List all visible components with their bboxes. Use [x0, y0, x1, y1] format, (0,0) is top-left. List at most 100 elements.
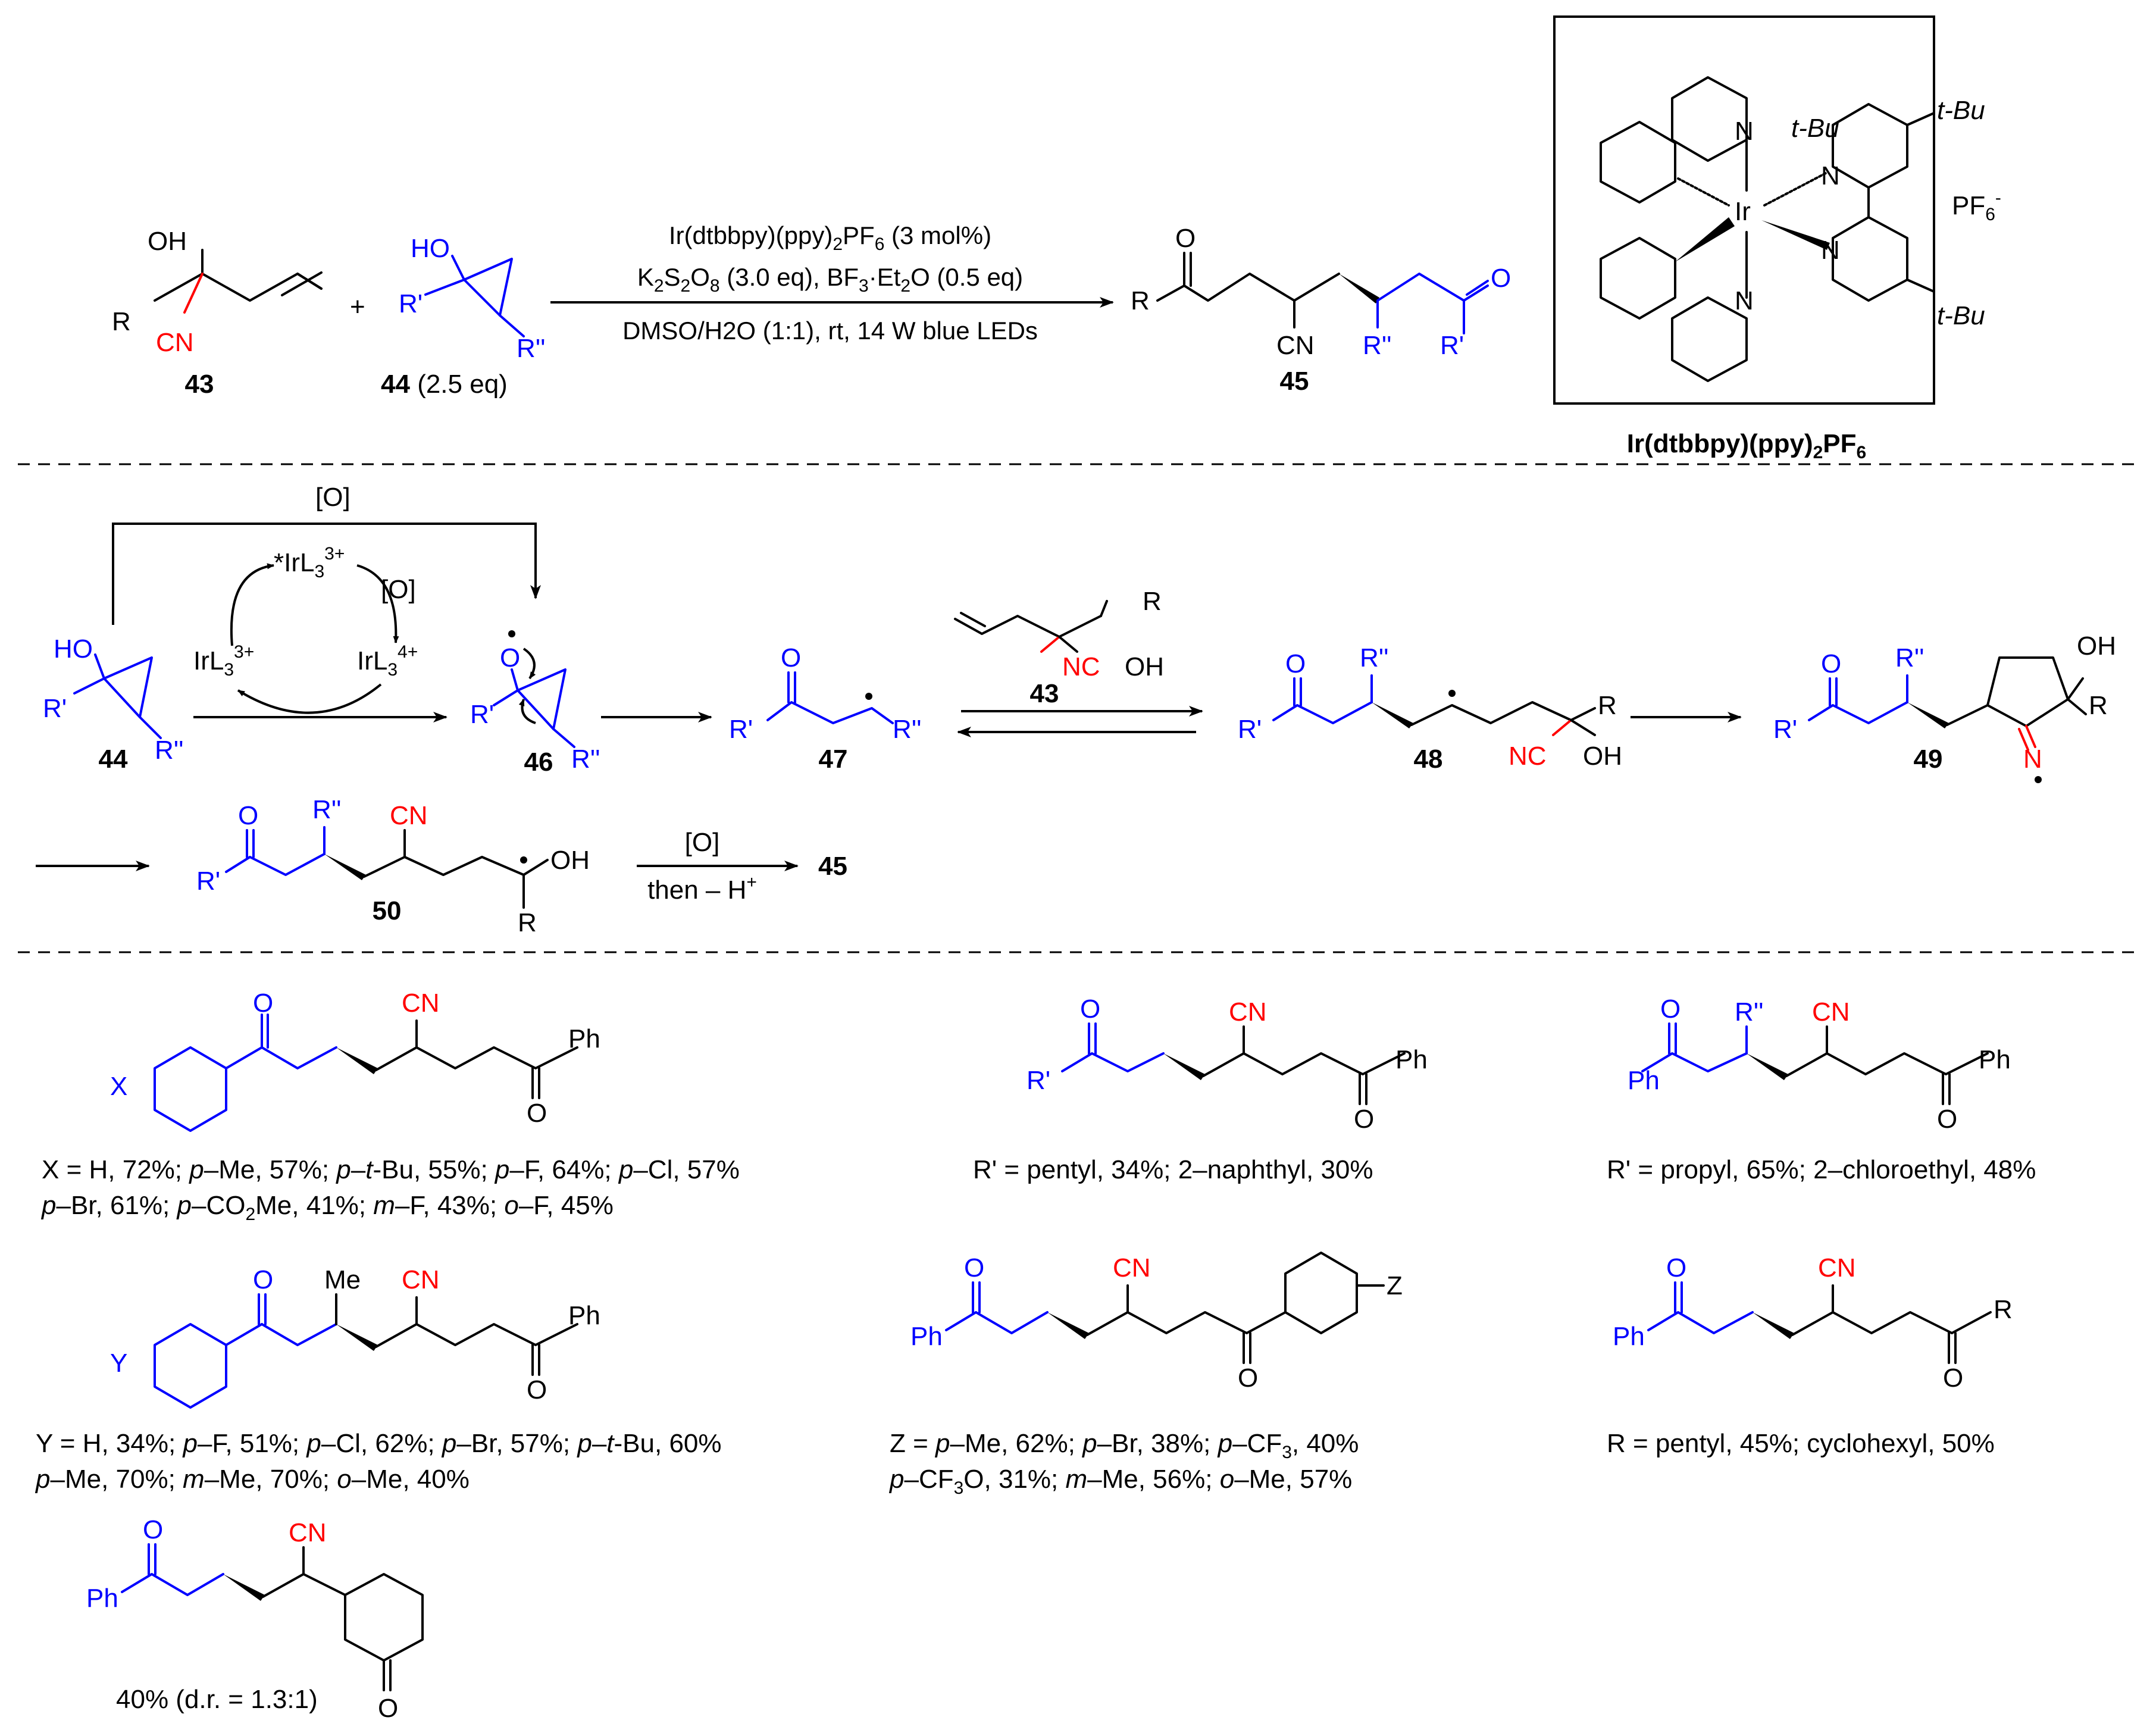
r-label: R [1598, 691, 1617, 720]
yield-line: Z = p–Me, 62%; p–Br, 38%; p–CF3, 40% [890, 1429, 1359, 1462]
oxidation-arrow [112, 523, 541, 625]
counterion-label: PF6- [1952, 188, 2001, 224]
compound-number: 47 [819, 745, 848, 774]
o-label: O [143, 1515, 163, 1544]
oh-label: OH [148, 227, 187, 256]
compound-45: R O CN R'' O R' 45 [1131, 224, 1511, 396]
o-label: O [378, 1694, 398, 1723]
r1-label: R' [1027, 1066, 1050, 1095]
o-label: O [1937, 1105, 1957, 1134]
r2-label: R'' [1363, 331, 1392, 360]
product-number: 45 [818, 852, 847, 881]
compound-number: 50 [373, 896, 402, 925]
o-label: O [238, 801, 258, 830]
yield-caption: R' = pentyl, 34%; 2–naphthyl, 30% [973, 1155, 1373, 1184]
r2-label: R'' [155, 736, 184, 765]
o-label: O [1660, 994, 1681, 1024]
me-label: Me [324, 1265, 361, 1294]
n-label: N [1821, 161, 1840, 190]
ph-label: Ph [86, 1584, 118, 1613]
r2-label: R'' [517, 334, 546, 363]
ph-label: Ph [568, 1024, 600, 1053]
photocatalytic-cycle: *IrL33+ [O] IrL33+ IrL34+ [193, 544, 418, 714]
yield-line: X = H, 72%; p–Me, 57%; p–t-Bu, 55%; p–F,… [42, 1155, 740, 1184]
r2-label: R'' [312, 795, 342, 824]
scope-entry-aryl-ketone: O X CN Ph O X = H, 72%; p–Me, 57%; p–t-B… [40, 989, 740, 1224]
bipyridine-ring [1832, 216, 1908, 302]
phenyl-ring [1600, 237, 1676, 320]
mechanism: [O] *IrL33+ [O] IrL33+ IrL34+ HO R' R'' … [36, 483, 2116, 937]
scope-entry-aryl-alkene: O Ph CN Z O Z = p–Me, 62%; p–Br, 38%; p–… [888, 1252, 1403, 1498]
r2-label: R'' [1895, 643, 1924, 672]
o-label: O [527, 1099, 547, 1128]
r1-label: R' [729, 715, 753, 744]
nc-label: NC [1509, 742, 1547, 771]
o-label: O [1491, 264, 1511, 293]
compound-44: HO R' R'' 44 (2.5 eq) [381, 234, 546, 399]
compound-number: 43 [185, 370, 214, 399]
compound-43: OH R CN 43 [112, 227, 323, 399]
o-label: O [1943, 1363, 1963, 1393]
ph-label: Ph [1395, 1045, 1428, 1074]
tbu-label: t-Bu [1937, 96, 1985, 125]
oh-label: OH [2077, 631, 2116, 661]
scope-entry-substituted-cyclopropanol: O Ph R'' CN Ph O R' = propyl, 65%; 2–chl… [1607, 994, 2036, 1184]
catalyst-structure: t-Bu t-Bu t-Bu N N N N Ir PF6- Ir(dtbbpy… [1553, 15, 2001, 462]
yield-line: Y = H, 34%; p–F, 51%; p–Cl, 62%; p–Br, 5… [36, 1429, 722, 1458]
yield-caption: R' = propyl, 65%; 2–chloroethyl, 48% [1607, 1155, 2036, 1184]
scope-entry-methyl-aryl: O Me Y CN Ph O Y = H, 34%; p–F, 51%; p–C… [35, 1265, 722, 1494]
y-label: Y [110, 1349, 127, 1378]
tbu-label: t-Bu [1937, 301, 1985, 330]
reaction-conditions: Ir(dtbbpy)(ppy)2PF6 (3 mol%) K2S2O8 (3.0… [550, 221, 1114, 345]
ph-label: Ph [910, 1322, 943, 1351]
catalyst-oxidized-label: IrL34+ [357, 642, 418, 680]
cn-label: CN [1113, 1253, 1151, 1283]
substrate-scope: O X CN Ph O X = H, 72%; p–Me, 57%; p–t-B… [35, 989, 2036, 1723]
compound-44: HO R' R'' 44 [43, 634, 184, 774]
catalyst-ground-label: IrL33+ [193, 642, 254, 680]
tbu-label: t-Bu [1791, 114, 1839, 143]
o-label: O [1666, 1253, 1686, 1283]
r1-label: R' [43, 694, 67, 723]
solvent-line: DMSO/H2O (1:1), rt, 14 W blue LEDs [622, 317, 1038, 345]
r2-label: R'' [1360, 643, 1389, 672]
o-label: O [1821, 649, 1841, 678]
compound-number: 49 [1914, 745, 1943, 774]
catalyst-caption: Ir(dtbbpy)(ppy)2PF6 [1627, 429, 1866, 462]
o-label: O [964, 1253, 984, 1283]
r1-label: R' [470, 700, 494, 729]
cn-label: CN [402, 1265, 440, 1294]
ph-label: Ph [568, 1301, 600, 1330]
scope-entry-alkyl-alkene: O Ph CN R O R = pentyl, 45%; cyclohexyl,… [1607, 1253, 2013, 1458]
cn-label: CN [1818, 1253, 1856, 1283]
phenyl-ring [1600, 121, 1676, 204]
iridium-label: Ir [1735, 197, 1751, 226]
cn-label: CN [402, 989, 440, 1018]
ho-label: HO [54, 634, 93, 664]
o-label: O [1238, 1363, 1258, 1393]
x-label: X [110, 1072, 127, 1101]
nc-label: NC [1062, 652, 1100, 681]
oxidant-line: K2S2O8 (3.0 eq), BF3·Et2O (0.5 eq) [637, 263, 1023, 296]
yield-line: p–Me, 70%; m–Me, 70%; o–Me, 40% [35, 1465, 470, 1494]
oh-label: OH [550, 846, 590, 875]
yield-caption: 40% (d.r. = 1.3:1) [116, 1685, 318, 1714]
o-label: O [500, 643, 520, 672]
r-label: R [1143, 587, 1162, 616]
compound-47: O R' R'' 47 [729, 643, 922, 774]
scope-entry-cyclohexanone: O Ph CN O 40% (d.r. = 1.3:1) [86, 1515, 424, 1723]
compound-46: O R' R'' 46 [470, 630, 600, 777]
compound-number: 44 [99, 745, 128, 774]
r-label: R [112, 307, 131, 336]
ph-label: Ph [1628, 1066, 1660, 1095]
r1-label: R' [196, 867, 220, 896]
compound-49: O R' R'' OH R N 49 [1773, 631, 2116, 783]
r-label: R [518, 908, 537, 937]
cn-label: CN [1276, 331, 1315, 360]
oxidant-label: [O] [685, 828, 720, 857]
o-label: O [253, 989, 273, 1018]
n-label: N [1735, 286, 1754, 315]
o-label: O [1285, 649, 1306, 678]
